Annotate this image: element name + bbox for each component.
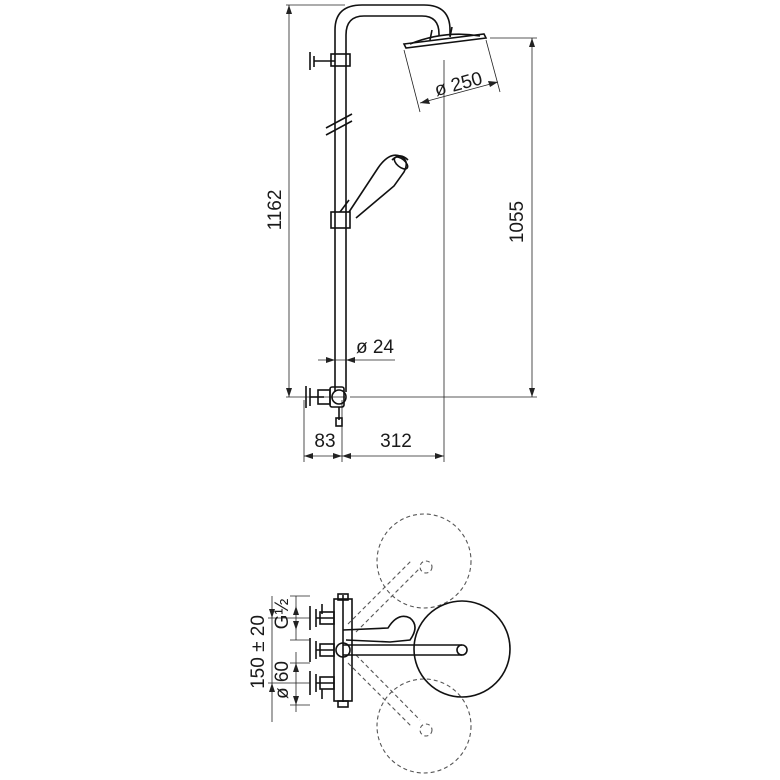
swing-path-lower — [347, 654, 472, 774]
head-disc — [413, 600, 511, 698]
hand-shower-top — [342, 615, 416, 643]
mixer-body — [305, 386, 347, 427]
dim-head-height: 1055 — [507, 38, 535, 397]
dim-thread-label: G½ — [272, 599, 293, 630]
dim-thread: G½ — [272, 595, 310, 641]
dim-head-diameter: ø 250 — [403, 39, 501, 113]
dim-arm-length-label: 312 — [380, 431, 412, 452]
shower-riser — [309, 4, 451, 392]
connector-top — [309, 604, 335, 630]
connector-middle — [309, 638, 335, 662]
dim-center-distance: 150 ± 20 — [248, 596, 310, 722]
swing-path-upper — [347, 513, 472, 633]
shower-head — [402, 26, 488, 49]
dim-total-height: 1162 — [265, 5, 292, 397]
connector-bottom — [309, 671, 335, 699]
front-view: 1162 1055 83 312 — [265, 4, 537, 462]
dim-left-offset-label: 83 — [314, 431, 335, 452]
dim-flange-diameter: ø 60 — [272, 652, 310, 712]
dim-flange-diameter-label: ø 60 — [272, 661, 293, 699]
dim-horizontal-offsets: 83 312 — [304, 431, 444, 459]
dim-bar-diameter-label: ø 24 — [356, 337, 394, 358]
hand-shower — [330, 154, 409, 229]
top-arm — [335, 642, 468, 658]
dim-total-height-label: 1162 — [265, 190, 286, 231]
dim-head-diameter-label: ø 250 — [432, 68, 484, 101]
dim-center-distance-label: 150 ± 20 — [248, 615, 269, 689]
dim-bar-diameter: ø 24 — [318, 337, 395, 363]
top-view: 150 ± 20 G½ ø 60 — [248, 513, 511, 774]
dim-head-height-label: 1055 — [507, 201, 528, 243]
